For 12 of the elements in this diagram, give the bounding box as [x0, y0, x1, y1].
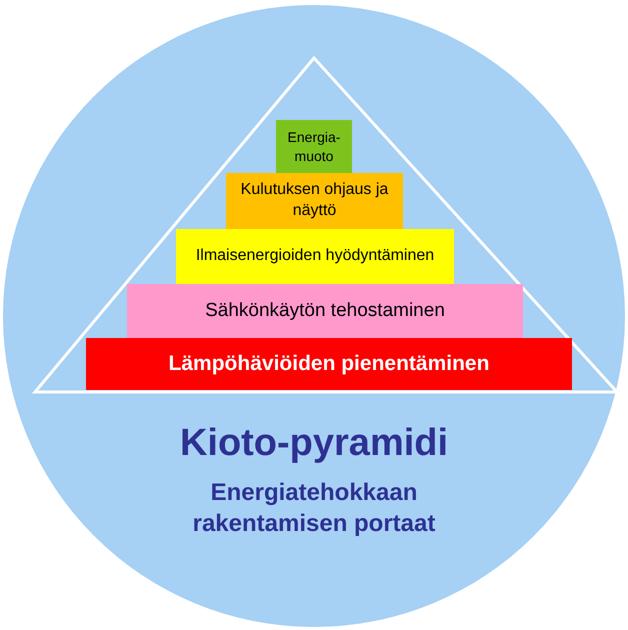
pyramid-step [86, 338, 572, 390]
step-label: Ilmaisenergioiden hyödyntäminen [196, 246, 434, 266]
pyramid-step [127, 284, 523, 338]
pyramid-step [226, 173, 403, 229]
step-label: Energia- muoto [286, 128, 342, 165]
subtitle: Energiatehokkaan rakentamisen portaat [192, 478, 436, 539]
step-label: Sähkönkäytön tehostaminen [205, 298, 445, 323]
pyramid-step [176, 229, 454, 284]
title: Kioto-pyramidi [178, 422, 450, 465]
step-label: Lämpöhäviöiden pienentäminen [168, 351, 490, 378]
step-label: Kulutuksen ohjaus ja näyttö [240, 180, 390, 221]
pyramid-step [276, 120, 352, 173]
